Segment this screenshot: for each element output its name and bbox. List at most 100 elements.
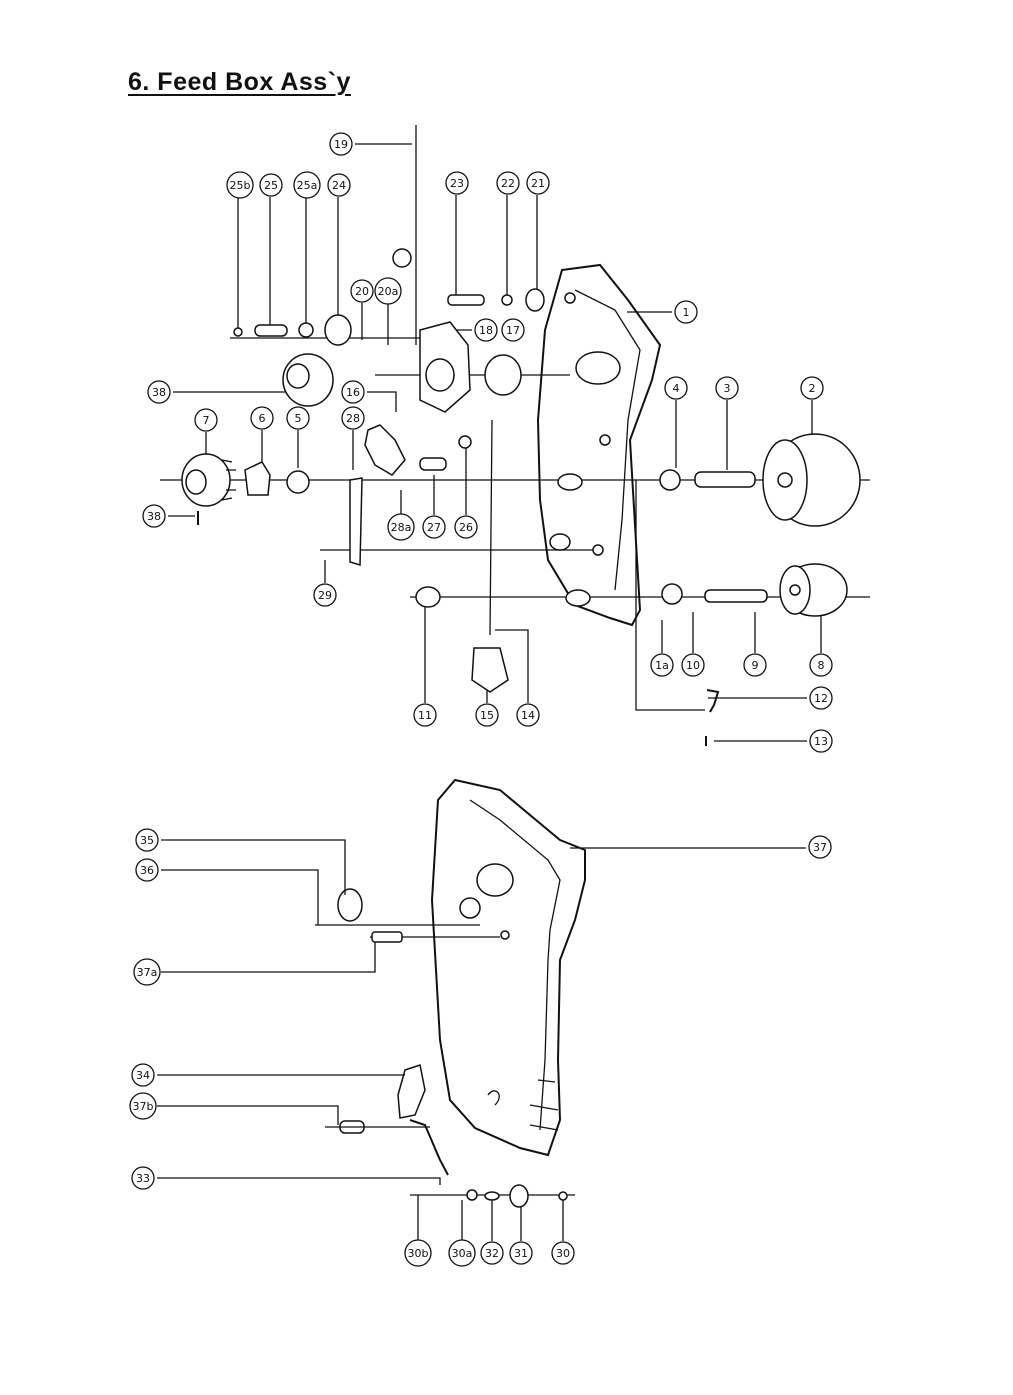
callout-8: 8 — [809, 653, 833, 677]
callout-38: 38 — [147, 380, 171, 404]
callout-number: 29 — [318, 589, 332, 602]
callout-circle — [809, 653, 833, 677]
callout-number: 11 — [418, 709, 432, 722]
callout-20a: 20a — [374, 277, 402, 305]
callout-circle — [286, 406, 310, 430]
callout-number: 16 — [346, 386, 360, 399]
callout-31: 31 — [509, 1241, 533, 1265]
callout-number: 30b — [408, 1247, 429, 1260]
callout-number: 13 — [814, 735, 828, 748]
callout-circle — [715, 376, 739, 400]
page-title: 6. Feed Box Ass`y — [128, 68, 351, 96]
callout-number: 10 — [686, 659, 700, 672]
callout-21: 21 — [526, 171, 550, 195]
callout-circle — [404, 1239, 432, 1267]
callout-circle — [341, 406, 365, 430]
callout-number: 12 — [814, 692, 828, 705]
callout-circle — [681, 653, 705, 677]
callout-number: 26 — [459, 521, 473, 534]
callout-25a: 25a — [293, 171, 321, 199]
callout-number: 38 — [147, 510, 161, 523]
callout-number: 28a — [391, 521, 412, 534]
callout-circle — [475, 703, 499, 727]
callout-circle — [501, 318, 525, 342]
callout-number: 3 — [724, 382, 731, 395]
callout-15: 15 — [475, 703, 499, 727]
callout-37b: 37b — [129, 1092, 157, 1120]
callout-circle — [800, 376, 824, 400]
callout-13: 13 — [809, 729, 833, 753]
callout-circle — [516, 703, 540, 727]
callout-27: 27 — [422, 515, 446, 539]
callout-circle — [131, 1063, 155, 1087]
callout-10: 10 — [681, 653, 705, 677]
callout-number: 8 — [818, 659, 825, 672]
callout-circle — [809, 686, 833, 710]
callout-number: 2 — [809, 382, 816, 395]
callout-number: 30 — [556, 1247, 570, 1260]
callout-24: 24 — [327, 173, 351, 197]
callout-circle — [259, 173, 283, 197]
callout-12: 12 — [809, 686, 833, 710]
callout-circle — [142, 504, 166, 528]
callout-9: 9 — [743, 653, 767, 677]
callout-26: 26 — [454, 515, 478, 539]
callout-circle — [387, 513, 415, 541]
callout-number: 27 — [427, 521, 441, 534]
callout-37a: 37a — [133, 958, 161, 986]
callout-30a: 30a — [448, 1239, 476, 1267]
callout-circle — [509, 1241, 533, 1265]
callout-circle — [341, 380, 365, 404]
callout-32: 32 — [480, 1241, 504, 1265]
callout-number: 37 — [813, 841, 827, 854]
callout-34: 34 — [131, 1063, 155, 1087]
callout-36: 36 — [135, 858, 159, 882]
callout-38: 38 — [142, 504, 166, 528]
callout-circle — [480, 1241, 504, 1265]
callout-20: 20 — [350, 279, 374, 303]
callout-number: 25a — [297, 179, 318, 192]
callout-number: 23 — [450, 177, 464, 190]
callout-number: 9 — [752, 659, 759, 672]
callout-number: 14 — [521, 709, 535, 722]
callout-19: 19 — [329, 132, 353, 156]
callout-circle — [743, 653, 767, 677]
callout-number: 4 — [673, 382, 680, 395]
upper-leader-lines — [160, 125, 870, 742]
callout-4: 4 — [664, 376, 688, 400]
callout-6: 6 — [250, 406, 274, 430]
callout-37: 37 — [808, 835, 832, 859]
callout-28a: 28a — [387, 513, 415, 541]
callout-1a: 1a — [650, 653, 674, 677]
callout-2: 2 — [800, 376, 824, 400]
callout-number: 32 — [485, 1247, 499, 1260]
callout-number: 36 — [140, 864, 154, 877]
callout-circle — [135, 858, 159, 882]
callout-number: 37a — [137, 966, 158, 979]
callout-number: 21 — [531, 177, 545, 190]
callout-30b: 30b — [404, 1239, 432, 1267]
callout-35: 35 — [135, 828, 159, 852]
callout-circle — [650, 653, 674, 677]
callout-circle — [496, 171, 520, 195]
callout-14: 14 — [516, 703, 540, 727]
callout-30: 30 — [551, 1241, 575, 1265]
callout-7: 7 — [194, 408, 218, 432]
callout-circle — [135, 828, 159, 852]
callout-circle — [454, 515, 478, 539]
callout-17: 17 — [501, 318, 525, 342]
callout-1: 1 — [674, 300, 698, 324]
callout-number: 28 — [346, 412, 360, 425]
callout-16: 16 — [341, 380, 365, 404]
callout-29: 29 — [313, 583, 337, 607]
callout-number: 19 — [334, 138, 348, 151]
callout-number: 1a — [655, 659, 669, 672]
callout-number: 25b — [230, 179, 251, 192]
callout-11: 11 — [413, 703, 437, 727]
callout-18: 18 — [474, 318, 498, 342]
callout-number: 5 — [295, 412, 302, 425]
callout-circle — [808, 835, 832, 859]
callout-number: 7 — [203, 414, 210, 427]
